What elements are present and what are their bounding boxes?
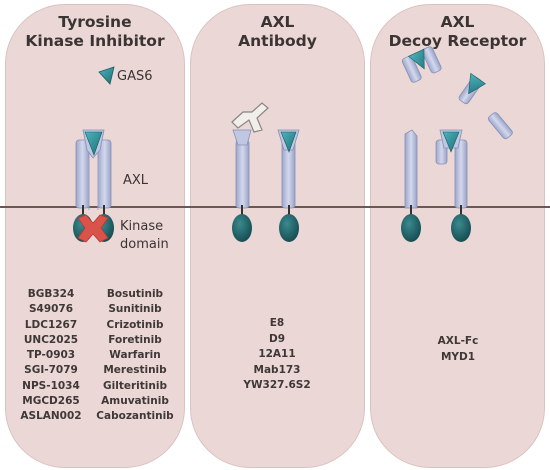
gas6-receptor-icon xyxy=(277,129,300,242)
list-item: Merestinib xyxy=(103,364,167,377)
tki-panel-title: Tyrosine Kinase Inhibitor xyxy=(6,13,184,51)
list-item: BGB324 xyxy=(27,288,75,300)
truncated-receptor-icon xyxy=(401,129,421,242)
list-item: Bosutinib xyxy=(106,288,164,300)
antibody-title-line2: Antibody xyxy=(238,32,317,50)
list-item: Mab173 xyxy=(253,363,301,376)
tki-title-line1: Tyrosine xyxy=(58,13,132,31)
list-item: NPS-1034 xyxy=(22,379,80,392)
antibody-list: E8 D9 12A11 Mab173 YW327.6S2 xyxy=(215,316,339,394)
kinase-domain-label: Kinase domain xyxy=(120,218,169,254)
kinase-label-line2: domain xyxy=(120,237,169,252)
decoy-panel-title: AXL Decoy Receptor xyxy=(371,13,544,51)
tki-list-left: BGB324 S49076 LDC1267 UNC2025 TP-0903 SG… xyxy=(12,287,90,425)
list-item: Warfarin xyxy=(109,349,161,362)
antibody-panel-title: AXL Antibody xyxy=(191,13,364,51)
list-item: TP-0903 xyxy=(26,349,76,362)
list-item: AXL-Fc xyxy=(437,335,479,347)
gas6-ligand-icon xyxy=(98,66,115,85)
list-item: SGI-7079 xyxy=(24,364,78,377)
list-item: UNC2025 xyxy=(23,333,79,346)
list-item: 12A11 xyxy=(258,348,296,360)
gas6-label: GAS6 xyxy=(117,69,153,84)
decoy-list: AXL-Fc MYD1 xyxy=(396,333,520,365)
list-item: S49076 xyxy=(28,303,74,316)
antibody-panel: AXL Antibody xyxy=(190,4,365,468)
decoy-receptor-cluster-icon xyxy=(401,46,513,140)
list-item: D9 xyxy=(268,332,286,345)
tki-list-right: Bosutinib Sunitinib Crizotinib Foretinib… xyxy=(90,287,180,425)
list-item: Gilteritinib xyxy=(103,379,167,392)
list-item: E8 xyxy=(269,317,285,329)
tki-title-line2: Kinase Inhibitor xyxy=(25,32,165,50)
list-item: ASLAN002 xyxy=(20,410,82,423)
list-item: MYD1 xyxy=(440,351,476,363)
decoy-title-line1: AXL xyxy=(440,13,475,31)
list-item: LDC1267 xyxy=(24,318,78,331)
list-item: MGCD265 xyxy=(22,395,80,408)
decoy-bound-receptor-icon xyxy=(435,129,471,242)
axl-dimer-icon xyxy=(75,129,112,216)
inhibition-x-icon xyxy=(77,214,109,243)
cell-membrane-line xyxy=(0,206,550,208)
list-item: YW327.6S2 xyxy=(243,379,311,391)
decoy-title-line2: Decoy Receptor xyxy=(388,32,527,50)
axl-label: AXL xyxy=(123,173,149,188)
kinase-label-line1: Kinase xyxy=(120,219,164,234)
antibody-icon xyxy=(231,102,269,133)
list-item: Crizotinib xyxy=(106,318,164,331)
list-item: Cabozantinib xyxy=(96,410,174,423)
antibody-title-line1: AXL xyxy=(260,13,295,31)
list-item: Foretinib xyxy=(108,333,162,346)
antibody-bound-receptor-icon xyxy=(232,129,252,242)
list-item: Amuvatinib xyxy=(101,395,169,408)
list-item: Sunitinib xyxy=(108,303,162,316)
